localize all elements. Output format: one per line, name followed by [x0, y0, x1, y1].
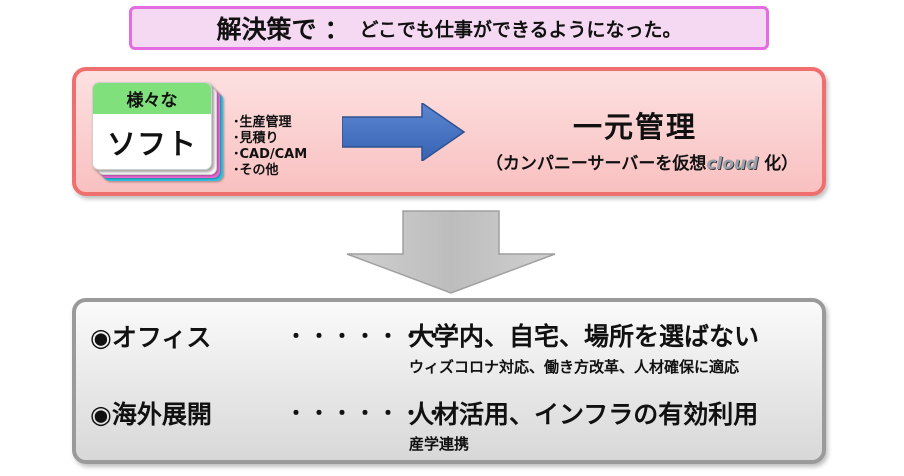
row-note-overseas: 産学連携 — [409, 435, 470, 453]
title-main: 解決策で — [216, 15, 317, 44]
right-arrow-icon — [342, 103, 466, 161]
row-main-office: 大学内、自宅、場所を選ばない — [409, 322, 760, 351]
central-sub-suffix: 化） — [758, 154, 799, 174]
row-label-office: ◉オフィス — [90, 323, 212, 352]
software-card-header: 様々な — [93, 83, 211, 114]
row-main-overseas: 人材活用、インフラの有効利用 — [409, 400, 759, 429]
row-note-office: ウィズコロナ対応、働き方改革、人材確保に適応 — [409, 358, 740, 376]
title-sub: どこでも仕事ができるようになった。 — [359, 18, 682, 41]
down-arrow-icon — [346, 210, 556, 294]
row-label-overseas: ◉海外展開 — [90, 400, 212, 429]
title-colon: ： — [324, 15, 350, 44]
row-dots: ・・・・・・・ — [286, 324, 447, 348]
title-banner: 解決策で ： どこでも仕事ができるようになった。 — [129, 6, 769, 50]
bottom-panel — [72, 298, 826, 464]
row-dots: ・・・・・・・ — [286, 401, 447, 425]
software-card-body: ソフト — [106, 126, 197, 161]
software-list: ･生産管理 ･見積り ･CAD/CAM ･その他 — [233, 115, 307, 179]
software-card: 様々な ソフト — [92, 82, 212, 170]
central-management-title: 一元管理 — [572, 110, 697, 144]
central-management-subtitle: （カンパニーサーバーを仮想cloud 化） — [472, 149, 812, 174]
software-item: ･CAD/CAM — [233, 147, 308, 162]
software-item: ･見積り — [233, 131, 279, 146]
cloud-word: cloud — [706, 154, 759, 174]
software-item: ･その他 — [233, 163, 279, 178]
software-item: ･生産管理 — [233, 115, 292, 130]
central-sub-prefix: （カンパニーサーバーを仮想 — [485, 154, 707, 174]
